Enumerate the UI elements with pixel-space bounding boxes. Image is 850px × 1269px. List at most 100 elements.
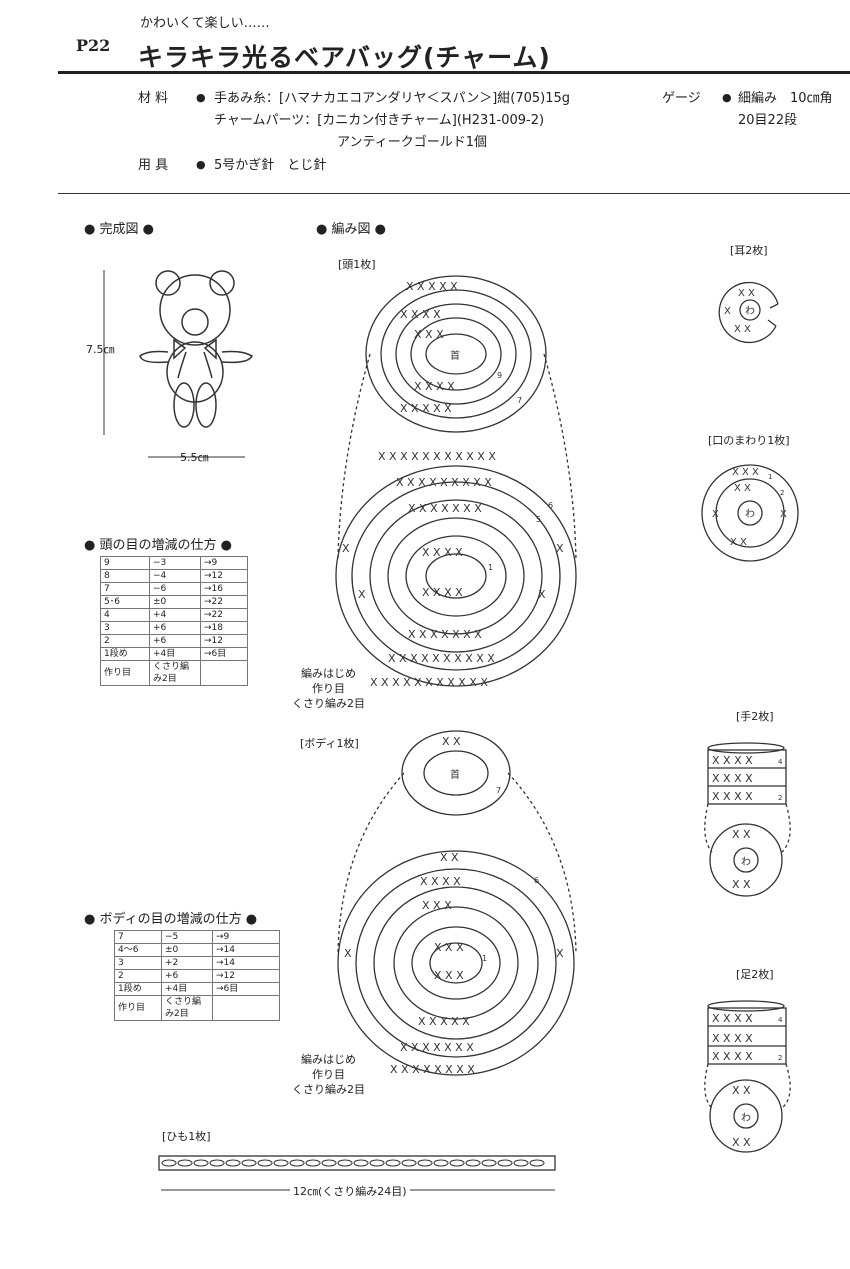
svg-text:X X X X X X X X X X: X X X X X X X X X X bbox=[388, 652, 495, 665]
table-row: 3+6→18 bbox=[100, 621, 248, 635]
table-cell: 2 bbox=[114, 969, 162, 983]
table-cell: →22 bbox=[200, 595, 248, 609]
materials-parts: チャームパーツ：[カニカン付きチャーム](H231-009-2) bbox=[214, 113, 545, 128]
svg-text:7: 7 bbox=[517, 396, 522, 405]
table-cell: −5 bbox=[161, 930, 213, 944]
chain-stitch bbox=[433, 1159, 449, 1167]
svg-text:6: 6 bbox=[548, 501, 553, 510]
page-subtitle: かわいくて楽しい…… bbox=[140, 16, 270, 31]
tools-value: 5号かぎ針 とじ針 bbox=[214, 158, 327, 173]
table-cell: →18 bbox=[200, 621, 248, 635]
table-cell: −3 bbox=[149, 556, 201, 570]
chain-stitch bbox=[209, 1159, 225, 1167]
chain-stitch bbox=[401, 1159, 417, 1167]
table-cell bbox=[200, 660, 248, 686]
chain-stitch bbox=[305, 1159, 321, 1167]
table-cell: +2 bbox=[161, 956, 213, 970]
table-cell: −4 bbox=[149, 569, 201, 583]
svg-text:X: X bbox=[342, 542, 350, 555]
chain-stitch bbox=[481, 1159, 497, 1167]
svg-text:わ: わ bbox=[741, 856, 751, 868]
table-cell: +4目 bbox=[161, 982, 213, 996]
table-cell: 4 bbox=[100, 608, 150, 622]
mouth-label: [口のまわり1枚] bbox=[708, 434, 790, 447]
table-row: 4+4→22 bbox=[100, 608, 248, 622]
foot-label: [足2枚] bbox=[736, 968, 774, 981]
svg-text:4: 4 bbox=[778, 758, 783, 766]
table-row: 5･6±0→22 bbox=[100, 595, 248, 609]
table-row: 作り目くさり編み2目 bbox=[114, 995, 280, 1021]
svg-text:1: 1 bbox=[768, 473, 772, 481]
table-cell: →9 bbox=[200, 556, 248, 570]
svg-text:わ: わ bbox=[741, 1112, 751, 1124]
chain-stitch bbox=[465, 1159, 481, 1167]
svg-text:X X X X: X X X X bbox=[712, 1050, 753, 1063]
mouth-chart-diagram: X X X X X X X X X わ 1 2 bbox=[701, 464, 799, 562]
chain-stitch bbox=[289, 1159, 305, 1167]
svg-text:2: 2 bbox=[778, 1054, 782, 1062]
svg-text:X X: X X bbox=[734, 324, 751, 335]
table-cell: 8 bbox=[100, 569, 150, 583]
table-cell: 3 bbox=[100, 621, 150, 635]
gauge-label: ゲージ bbox=[662, 91, 701, 106]
svg-text:X X X X: X X X X bbox=[712, 1012, 753, 1025]
svg-text:X: X bbox=[358, 588, 366, 601]
svg-text:X X X X X X X X X: X X X X X X X X X bbox=[396, 476, 492, 489]
chart-heading: ● 編み図 ● bbox=[316, 222, 386, 237]
svg-text:X X X X X: X X X X X bbox=[406, 280, 458, 293]
svg-text:X X X X: X X X X bbox=[414, 380, 455, 393]
materials-label: 材 料 bbox=[138, 91, 169, 106]
svg-text:首: 首 bbox=[450, 768, 460, 781]
svg-text:X X X X X X X: X X X X X X X bbox=[408, 502, 482, 515]
table-cell: ±0 bbox=[161, 943, 213, 957]
svg-text:X X: X X bbox=[734, 483, 751, 494]
table-cell: →12 bbox=[200, 569, 248, 583]
svg-text:X: X bbox=[556, 542, 564, 555]
table-cell: +4目 bbox=[149, 647, 201, 661]
svg-text:X X: X X bbox=[738, 288, 755, 299]
section-rule bbox=[58, 193, 850, 194]
svg-text:X: X bbox=[712, 509, 719, 520]
svg-text:X X: X X bbox=[732, 828, 751, 841]
svg-text:X: X bbox=[344, 947, 352, 960]
svg-text:7: 7 bbox=[496, 786, 501, 795]
chain-stitch bbox=[449, 1159, 465, 1167]
chain-stitch bbox=[257, 1159, 273, 1167]
materials-yarn: 手あみ糸：[ハマナカエコアンダリヤ＜スパン＞]紺(705)15g bbox=[214, 91, 571, 106]
header-rule bbox=[58, 71, 850, 74]
materials-parts-color: アンティークゴールド1個 bbox=[337, 135, 487, 150]
body-label: [ボディ1枚] bbox=[300, 737, 359, 750]
svg-text:X X X X: X X X X bbox=[400, 308, 441, 321]
svg-text:1: 1 bbox=[482, 954, 487, 963]
table-cell: 9 bbox=[100, 556, 150, 570]
table-cell: 1段め bbox=[100, 647, 150, 661]
hand-chart-diagram: X X X X X X X X X X X X X X X X わ 4 2 bbox=[704, 742, 791, 897]
table-cell: →12 bbox=[212, 969, 280, 983]
svg-text:X X X: X X X bbox=[732, 467, 759, 478]
chain-stitch bbox=[385, 1159, 401, 1167]
svg-text:X X X X: X X X X bbox=[420, 875, 461, 888]
svg-text:X X: X X bbox=[732, 1084, 751, 1097]
hand-label: [手2枚] bbox=[736, 710, 774, 723]
chain-stitch bbox=[193, 1159, 209, 1167]
page-number: P22 bbox=[76, 36, 111, 55]
chain-stitch bbox=[497, 1159, 513, 1167]
table-cell: →14 bbox=[212, 943, 280, 957]
svg-text:X: X bbox=[724, 306, 731, 317]
svg-text:X: X bbox=[780, 509, 787, 520]
svg-text:X X X X: X X X X bbox=[422, 546, 463, 559]
svg-text:X X X X: X X X X bbox=[712, 772, 753, 785]
svg-text:X X: X X bbox=[732, 878, 751, 891]
finished-heading: ● 完成図 ● bbox=[84, 222, 154, 237]
svg-text:X X X X X X X: X X X X X X X bbox=[400, 1041, 474, 1054]
table-cell: くさり編み2目 bbox=[161, 995, 213, 1021]
table-row: 3+2→14 bbox=[114, 956, 280, 970]
svg-text:わ: わ bbox=[745, 508, 755, 520]
table-cell: 作り目 bbox=[100, 660, 150, 686]
svg-text:X X: X X bbox=[730, 537, 747, 548]
svg-text:首: 首 bbox=[450, 349, 460, 362]
svg-text:X X X X: X X X X bbox=[712, 790, 753, 803]
table-row: 2+6→12 bbox=[114, 969, 280, 983]
svg-text:X X X: X X X bbox=[414, 328, 444, 341]
